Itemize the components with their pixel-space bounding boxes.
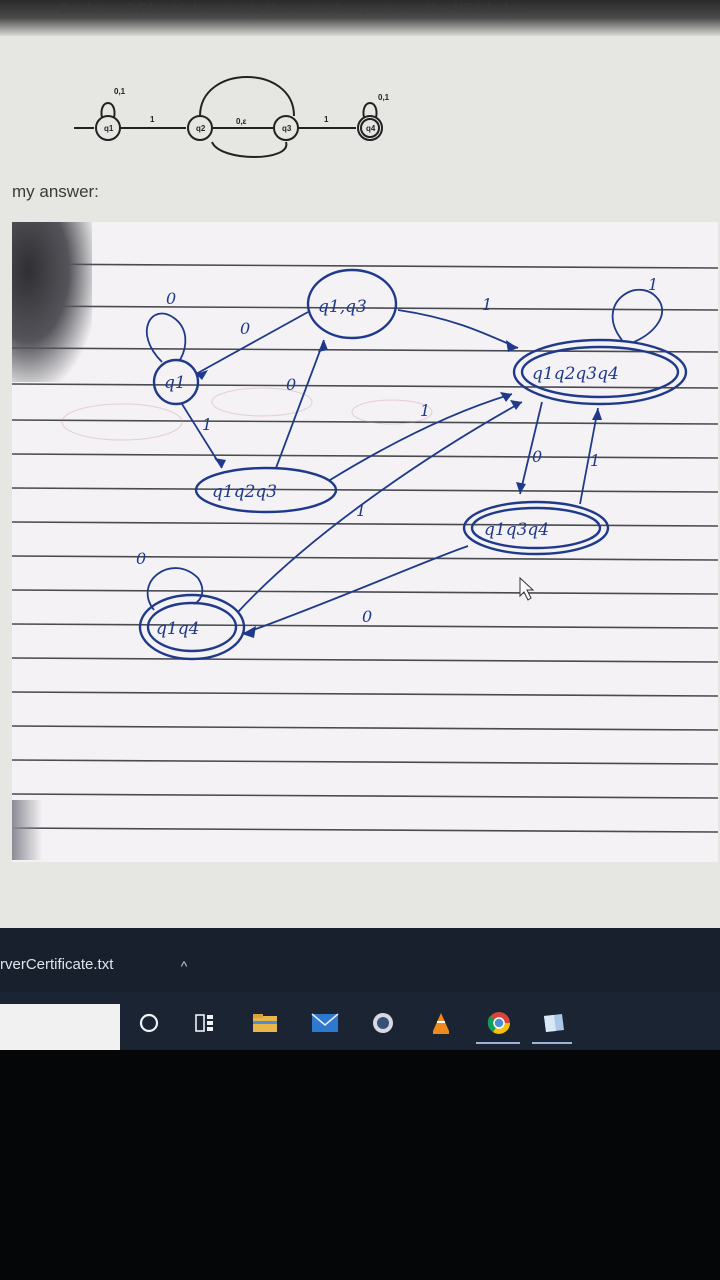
edge-label-q1q3-q1: 0 (240, 319, 250, 338)
answer-photo: q1,q3 q1 q1q2q3 q1q2q3q4 q1q3q4 q1q4 (12, 222, 718, 862)
app-icon[interactable] (536, 1008, 570, 1038)
nfa-state-q1: q1 (104, 124, 114, 133)
dfa-handwritten-diagram: q1,q3 q1 q1q2q3 q1q2q3q4 q1q3q4 q1q4 (12, 263, 718, 833)
dfa-state-q1-q3: q1,q3 (318, 297, 367, 317)
nfa-state-q2: q2 (196, 124, 206, 133)
cortana-circle-icon[interactable] (132, 1008, 166, 1038)
nfa-label-q1-q2: 1 (150, 115, 155, 124)
nfa-label-q4-loop: 0,1 (378, 93, 390, 102)
nfa-label-q2-q3: 0,ε (236, 117, 247, 126)
nfa-diagram: q1 q2 q3 q4 0,1 1 0,ε 1 0,1 (74, 76, 390, 158)
dfa-state-q1q2q3: q1q2q3 (212, 482, 277, 502)
photo-shadow (12, 222, 92, 382)
taskbar-search-box[interactable] (0, 1004, 120, 1050)
chrome-icon[interactable] (482, 1008, 516, 1038)
edge-label-q1q2q3q4-loop: 1 (648, 275, 658, 294)
task-view-icon[interactable] (188, 1008, 222, 1038)
question-text-cut: Design a DFA which accepts the same lang… (60, 0, 530, 14)
vlc-icon[interactable] (424, 1008, 458, 1038)
nfa-label-q3-q4: 1 (324, 115, 329, 124)
edge-label-q1q3-q1q2q3q4: 1 (482, 295, 492, 314)
edge-label-q1-loop: 0 (166, 289, 176, 308)
edge-label-q1q3q4-q1q2q3q4: 1 (590, 451, 600, 470)
edge-label-q1q3q4-q1q4: 0 (362, 607, 372, 626)
screen: Design a DFA which accepts the same lang… (0, 0, 720, 1050)
edge-label-q1q2q3q4-q1q3q4: 0 (532, 447, 542, 466)
app-active-indicator (532, 1042, 572, 1044)
dfa-state-q1: q1 (164, 373, 186, 393)
dfa-state-q1q2q3q4: q1q2q3q4 (532, 364, 619, 384)
edge-label-q1-q1q2q3: 1 (202, 415, 212, 434)
taskbar (0, 992, 720, 1050)
nfa-state-q4: q4 (366, 124, 376, 133)
nfa-label-q1-loop: 0,1 (114, 87, 126, 96)
edge-label-q1q2q3-q1q3: 0 (286, 375, 296, 394)
edge-label-q1q4-q1q2q3q4: 1 (356, 501, 366, 520)
file-explorer-icon[interactable] (248, 1008, 282, 1038)
dfa-state-q1q3q4: q1q3q4 (484, 520, 549, 540)
answer-label: my answer: (12, 182, 99, 201)
chrome-active-indicator (476, 1042, 520, 1044)
download-item-filename[interactable]: rverCertificate.txt (0, 956, 114, 973)
download-bar (0, 928, 720, 992)
monitor-bezel-bottom (0, 1050, 720, 1280)
mouse-cursor-icon (519, 576, 535, 601)
edge-label-q1q4-loop: 0 (136, 549, 146, 568)
mail-icon[interactable] (308, 1008, 342, 1038)
download-chevron-icon[interactable]: ^ (180, 958, 188, 974)
dfa-state-q1q4: q1q4 (156, 619, 199, 639)
nfa-state-q3: q3 (282, 124, 292, 133)
top-bezel (0, 0, 720, 36)
photo-shadow-bottom (12, 800, 42, 860)
edge-label-q1q2q3-q1q2q3q4: 1 (420, 401, 430, 420)
vpn-shield-icon[interactable] (366, 1008, 400, 1038)
